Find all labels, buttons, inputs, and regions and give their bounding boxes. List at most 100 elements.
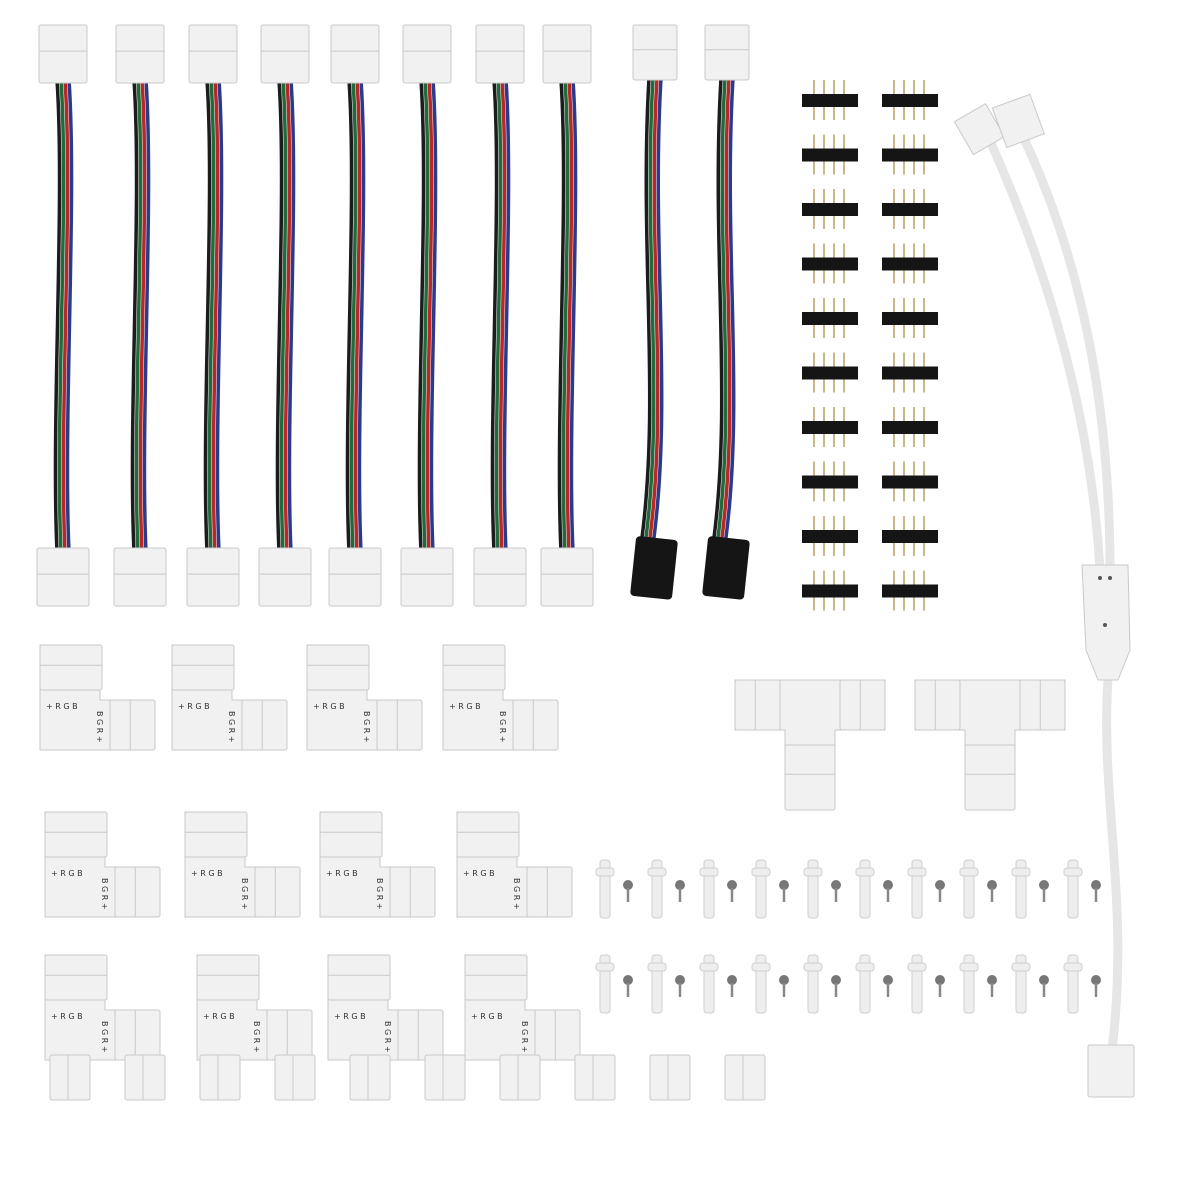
l-label-top: + R G B: [178, 702, 210, 711]
screw: [883, 975, 893, 997]
mounting-clip: [699, 859, 719, 919]
l-label-top: + R G B: [449, 702, 481, 711]
l-connector: + R G B B G R +: [171, 644, 288, 751]
l-label-top: + R G B: [463, 869, 495, 878]
l-label-side: B G R +: [100, 1021, 109, 1053]
gapless-connector: [724, 1054, 766, 1101]
pin-header: [802, 80, 858, 120]
screw: [1039, 975, 1049, 997]
pin-header: [882, 134, 938, 175]
l-connector: + R G B B G R +: [39, 644, 156, 751]
screw: [987, 880, 997, 902]
l-label-side: B G R +: [383, 1021, 392, 1053]
l-label-side: B G R +: [498, 711, 507, 743]
screw: [1039, 880, 1049, 902]
mounting-clip: [803, 859, 823, 919]
mounting-clip: [1063, 859, 1083, 919]
gapless-connector: [574, 1054, 616, 1101]
l-label-side: B G R +: [520, 1021, 529, 1053]
pin-header: [882, 461, 938, 502]
screw: [623, 880, 633, 902]
l-label-side: B G R +: [100, 878, 109, 910]
pin-header: [802, 189, 858, 229]
l-label-top: + R G B: [191, 869, 223, 878]
l-label-side: B G R +: [375, 878, 384, 910]
pin-header: [802, 570, 858, 611]
gapless-connector: [499, 1054, 541, 1101]
screw: [935, 975, 945, 997]
mounting-clip: [959, 954, 979, 1014]
gapless-connector: [124, 1054, 166, 1101]
pin-header: [882, 80, 938, 120]
l-connector: + R G B B G R +: [319, 811, 436, 918]
pin-header: [882, 189, 938, 229]
gapless-connector: [649, 1054, 691, 1101]
mounting-clip: [959, 859, 979, 919]
l-label-side: B G R +: [95, 711, 104, 743]
pin-header: [802, 516, 858, 556]
gapless-connector: [349, 1054, 391, 1101]
pin-header: [882, 243, 938, 284]
rgb-extension-cable: [400, 24, 454, 607]
pin-header: [802, 407, 858, 447]
pin-header: [882, 407, 938, 447]
screw: [675, 975, 685, 997]
mounting-clip: [647, 954, 667, 1014]
l-label-side: B G R +: [240, 878, 249, 910]
pin-header: [802, 243, 858, 284]
pin-header: [802, 134, 858, 175]
screw: [1091, 880, 1101, 902]
pin-header: [882, 516, 938, 556]
l-label-top: + R G B: [313, 702, 345, 711]
mounting-clip: [751, 954, 771, 1014]
mounting-clip: [699, 954, 719, 1014]
l-connector: + R G B B G R +: [44, 811, 161, 918]
screw: [727, 975, 737, 997]
rgb-cable-female-connector: [630, 24, 678, 600]
l-connector: + R G B B G R +: [464, 954, 581, 1061]
pin-header: [802, 461, 858, 502]
pin-header: [882, 298, 938, 338]
l-label-top: + R G B: [51, 869, 83, 878]
l-label-top: + R G B: [471, 1012, 503, 1021]
l-label-side: B G R +: [227, 711, 236, 743]
rgb-extension-cable: [186, 24, 240, 607]
mounting-clip: [647, 859, 667, 919]
pin-header: [882, 352, 938, 393]
rgb-cable-female-connector: [702, 24, 750, 600]
l-label-top: + R G B: [326, 869, 358, 878]
l-label-side: B G R +: [512, 878, 521, 910]
gapless-connector: [424, 1054, 466, 1101]
l-connector: + R G B B G R +: [184, 811, 301, 918]
screw: [727, 880, 737, 902]
mounting-clip: [1063, 954, 1083, 1014]
gapless-connector: [274, 1054, 316, 1101]
l-label-top: + R G B: [51, 1012, 83, 1021]
mounting-clip: [855, 954, 875, 1014]
y-splitter-cable: [953, 93, 1135, 1098]
pin-header: [882, 570, 938, 611]
l-connector: + R G BB G R +: [327, 954, 444, 1061]
screw: [935, 880, 945, 902]
mounting-clip: [907, 954, 927, 1014]
rgb-extension-cable: [258, 24, 312, 607]
l-label-top: + R G B: [46, 702, 78, 711]
mounting-clip: [855, 859, 875, 919]
screw: [675, 880, 685, 902]
l-label-side: B G R +: [362, 711, 371, 743]
t-connector: [734, 679, 886, 811]
mounting-clip: [1011, 954, 1031, 1014]
pin-header: [802, 298, 858, 338]
screw: [1091, 975, 1101, 997]
l-connector: + R G B B G R +: [44, 954, 161, 1061]
rgb-extension-cable: [36, 24, 90, 607]
rgb-extension-cable: [473, 24, 527, 607]
rgb-extension-cable: [540, 24, 594, 607]
mounting-clip: [595, 954, 615, 1014]
gapless-connector: [199, 1054, 241, 1101]
mounting-clip: [907, 859, 927, 919]
screw: [831, 975, 841, 997]
screw: [623, 975, 633, 997]
